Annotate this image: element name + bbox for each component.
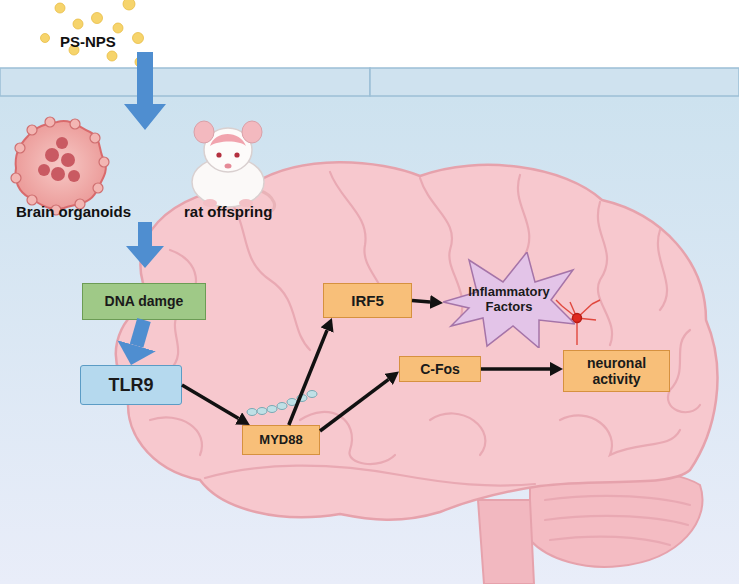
nanoparticle-dots: [41, 0, 146, 67]
process-box: C-Fos: [399, 356, 481, 382]
receptor-box: TLR9: [80, 365, 182, 405]
arrow-connector: [137, 320, 144, 346]
process-box: DNA damge: [82, 283, 206, 320]
membrane-band: [0, 68, 739, 96]
arrow-connector: [182, 385, 239, 418]
process-box: MYD88: [242, 425, 320, 455]
arrow-connector: [320, 379, 389, 431]
node-text: DNA damge: [105, 293, 184, 309]
figure-label: PS-NPS: [60, 33, 116, 50]
node-text: MYD88: [259, 433, 302, 448]
arrow-connector: [481, 367, 550, 371]
node-text: IRF5: [351, 292, 384, 309]
figure-label: rat offspring: [184, 203, 272, 220]
brain-illustration: [116, 162, 718, 584]
block-arrow: [124, 52, 166, 130]
node-text: neuronal activity: [576, 355, 658, 387]
arrow-connector: [412, 301, 430, 302]
node-text: C-Fos: [420, 361, 460, 377]
arrow-connector: [289, 330, 327, 425]
figure-label: Brain organoids: [16, 203, 131, 220]
organoid-illustration: [11, 117, 109, 215]
rat-illustration: [192, 121, 275, 212]
process-box: IRF5: [323, 283, 412, 318]
outcome-box: neuronal activity: [563, 350, 670, 392]
outcome-star: Inflammatory Factors: [443, 252, 575, 348]
protein-chain: [247, 391, 317, 416]
node-text: TLR9: [109, 375, 154, 396]
block-arrow: [126, 222, 164, 268]
node-text: Inflammatory Factors: [467, 285, 551, 315]
background-panel: [0, 96, 739, 584]
